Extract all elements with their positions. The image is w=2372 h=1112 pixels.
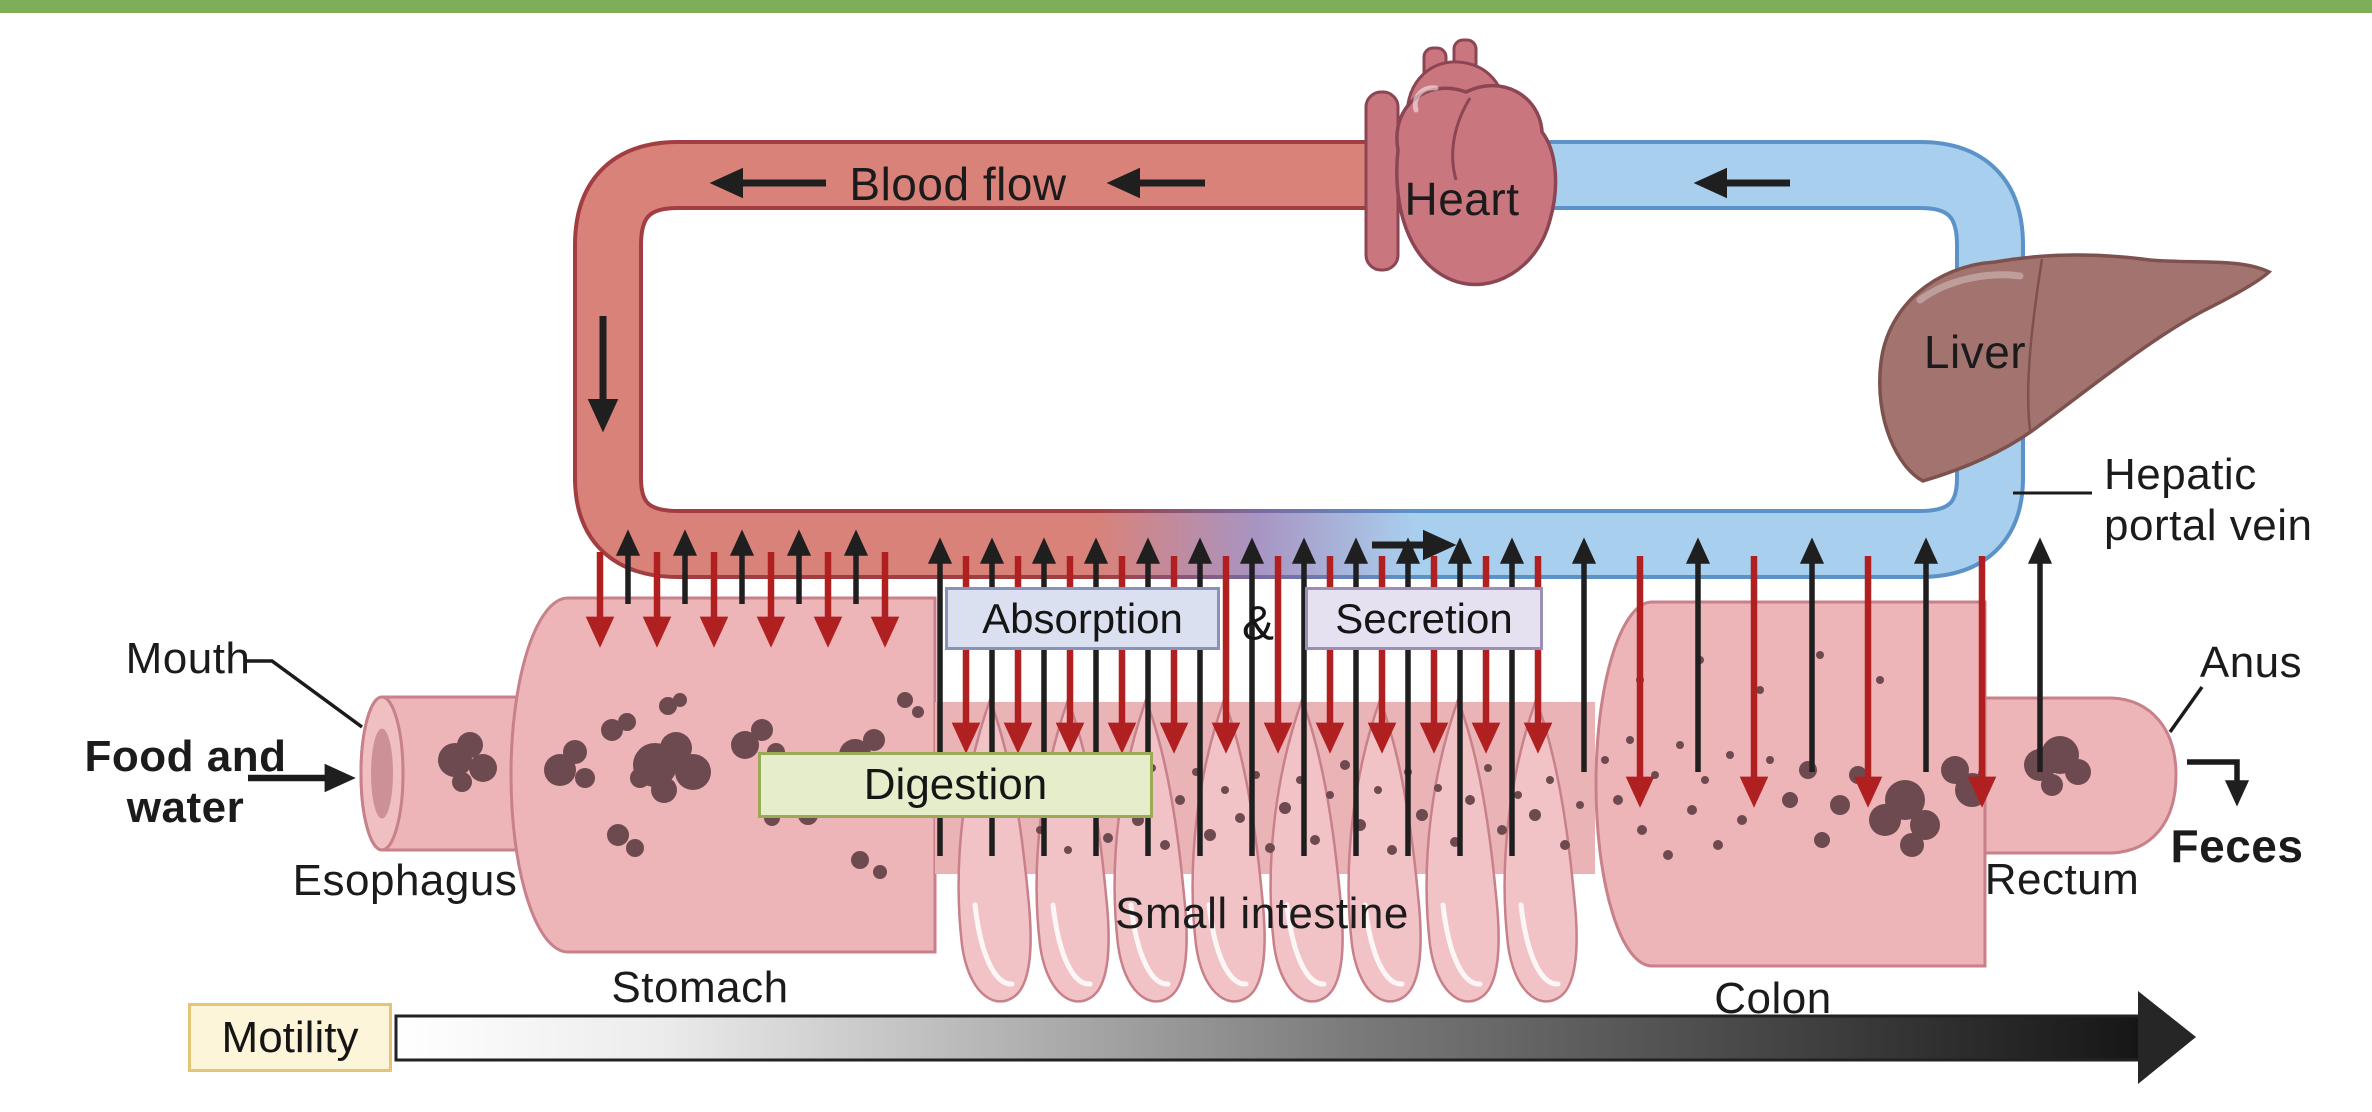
food-bolus-stomach — [544, 692, 924, 879]
feces-mass — [2024, 736, 2091, 796]
liver-illustration — [1878, 253, 2273, 483]
mouth-leader-line — [246, 659, 364, 729]
motility-box: Motility — [188, 1003, 392, 1072]
rectum-label: Rectum — [1984, 855, 2140, 904]
mouth-label: Mouth — [125, 634, 251, 683]
absorption-box: Absorption — [945, 587, 1220, 650]
anus-leader-line — [2168, 685, 2204, 734]
anus-label: Anus — [2199, 638, 2303, 687]
top-green-bar — [0, 0, 2372, 13]
food-and-water-label: Food and water — [84, 732, 287, 832]
secretion-box: Secretion — [1305, 587, 1543, 650]
fold-highlights — [972, 902, 1561, 987]
blood-flow-direction-arrows — [587, 167, 1790, 561]
leader-lines — [246, 491, 2250, 807]
colon-shape — [1594, 600, 2002, 968]
blood-flow-label: Blood flow — [849, 158, 1067, 210]
mouth-opening — [371, 728, 393, 819]
esophagus-shape — [359, 695, 555, 852]
motility-box-label: Motility — [221, 1012, 359, 1062]
motility-gradient-arrow — [394, 991, 2196, 1084]
ampersand-label: & — [1241, 597, 1275, 651]
feces-exit-arrow — [2187, 759, 2250, 807]
small-intestine-label: Small intestine — [1115, 889, 1409, 938]
blood-circulation-loop — [573, 140, 2025, 579]
colon-label: Colon — [1714, 974, 1832, 1023]
stomach-label: Stomach — [611, 963, 789, 1012]
small-intestine-shape — [935, 696, 1595, 1003]
stomach-shape — [509, 596, 937, 954]
absorption-box-label: Absorption — [982, 594, 1183, 642]
esophagus-label: Esophagus — [292, 856, 518, 905]
food-bolus-esophagus — [438, 732, 497, 792]
liver-label: Liver — [1923, 326, 2027, 378]
secretion-box-label: Secretion — [1335, 594, 1513, 642]
rectum-shape — [1983, 696, 2178, 855]
digestion-box: Digestion — [758, 752, 1153, 818]
heart-illustration — [1364, 38, 1558, 287]
digestion-box-label: Digestion — [863, 760, 1048, 809]
feces-label: Feces — [2170, 820, 2304, 872]
heart-label: Heart — [1404, 173, 1520, 225]
hepatic-portal-vein-label: Hepatic portal vein — [2104, 450, 2313, 550]
